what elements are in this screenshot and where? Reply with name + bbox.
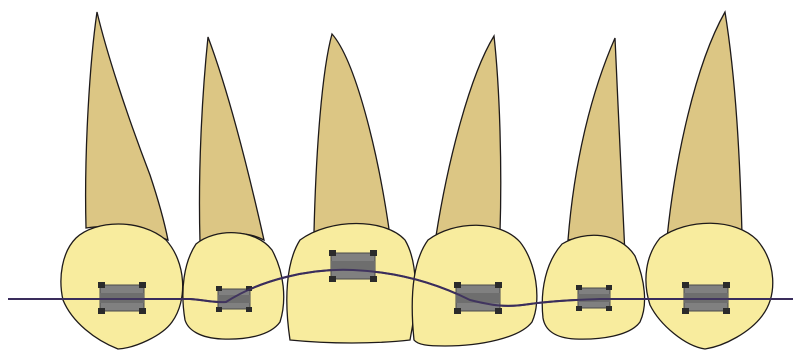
tooth-3-root (314, 34, 390, 236)
tooth-4-bracket (454, 282, 502, 314)
tooth-2-root (199, 37, 264, 242)
tooth-4-root (436, 36, 501, 236)
tooth-5-root (568, 38, 625, 255)
tooth-6-root (667, 12, 742, 238)
tooth-1-root (86, 12, 168, 240)
tooth-5-crown (542, 235, 644, 339)
tooth-crowns (61, 223, 773, 349)
tooth-2-crown (183, 233, 284, 339)
tooth-3-bracket (329, 250, 377, 282)
tooth-3-crown (287, 224, 416, 344)
tooth-roots (86, 12, 742, 255)
